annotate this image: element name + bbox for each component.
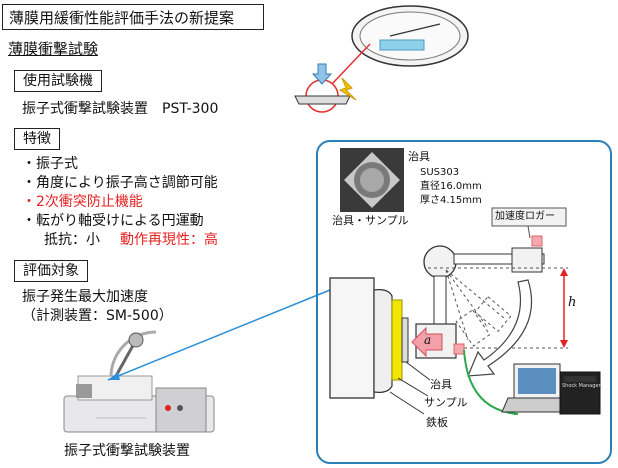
jig-sample-caption: 治具・サンプル [332, 214, 409, 227]
wall-block [329, 277, 375, 399]
jig-diameter: 直径16.0mm [420, 181, 482, 192]
evaluation-note: （計測装置：SM-500） [22, 308, 173, 324]
evaluation-text: 振子発生最大加速度 [22, 289, 148, 305]
jig-title: 治具 [408, 150, 430, 163]
machine-text: 振子式衝撃試験装置 PST-300 [22, 101, 219, 117]
down-arrow-icon [311, 63, 333, 85]
feature-item: ・振子式 [22, 156, 78, 172]
jig-thickness: 厚さ4.15mm [420, 195, 482, 206]
feature-item: ・転がり軸受けによる円運動 [22, 213, 204, 229]
callout-sample: サンプル [424, 396, 468, 409]
detail-panel [316, 140, 612, 464]
logger-label-box [491, 207, 567, 227]
jig-material: SUS303 [420, 167, 460, 178]
impact-illustration [294, 5, 469, 113]
jig-piece [401, 317, 409, 363]
page-title: 薄膜用緩衝性能評価手法の新提案 [2, 4, 264, 30]
resistance-label: 抵抗：小 [44, 232, 100, 248]
sample-layer [391, 299, 403, 381]
section-label-features: 特徴 [14, 128, 60, 150]
subtitle: 薄膜衝撃試験 [8, 40, 99, 58]
callout-jig: 治具 [430, 378, 452, 391]
logger-sensor [531, 235, 543, 247]
mechanism-diagram [329, 207, 601, 415]
disk-window [379, 39, 425, 51]
jig-sample-photo [340, 148, 404, 212]
logger-label: 加速度ロガー [495, 211, 555, 222]
callout-plate: 鉄板 [426, 416, 448, 429]
accel-symbol: a [424, 333, 432, 347]
reproducibility-label: 動作再現性：高 [120, 232, 218, 248]
section-label-evaluation: 評価対象 [14, 260, 88, 282]
section-label-machine: 使用試験機 [14, 70, 102, 92]
swing-arrow-icon [467, 279, 533, 377]
feature-item: ・角度により振子高さ調節可能 [22, 175, 218, 191]
data-cable [463, 349, 519, 415]
acceleration-arrow-icon [411, 326, 443, 358]
jig-block [294, 95, 351, 105]
photo-caption: 振子式衝撃試験装置 [64, 443, 190, 459]
lightning-icon [338, 77, 357, 101]
shock-manager-label: Shock Manager [562, 383, 601, 389]
pivot-circle [423, 245, 457, 279]
steel-plate [373, 289, 393, 393]
height-symbol: h [568, 295, 577, 310]
feature-item-highlight: ・2次衝突防止機能 [22, 194, 143, 210]
